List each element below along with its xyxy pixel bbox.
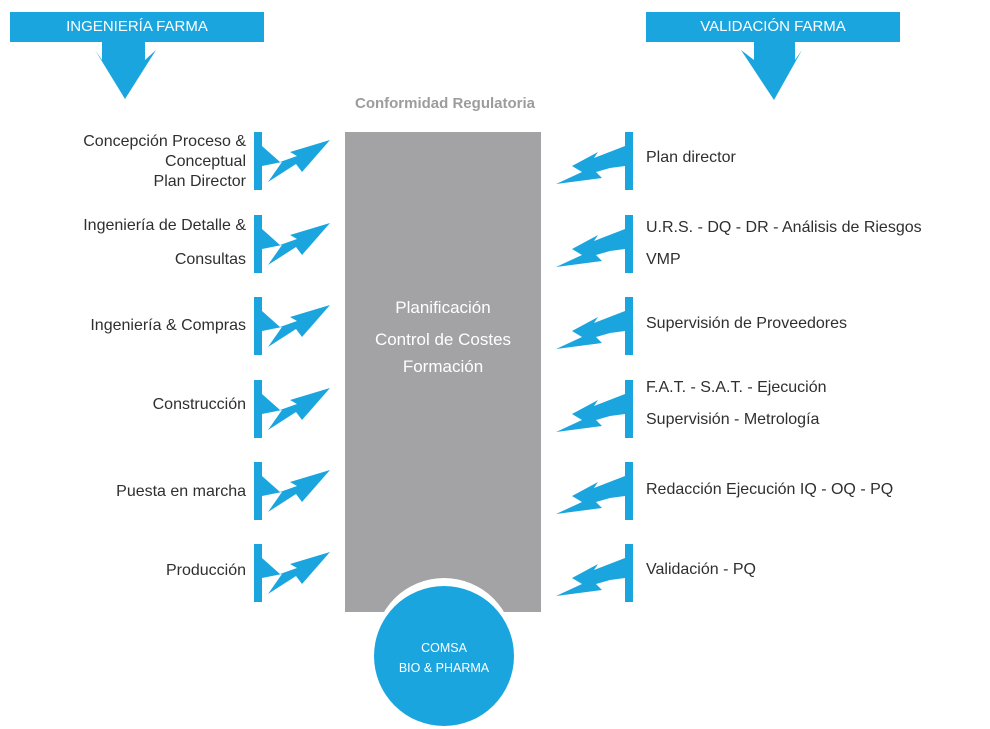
left-item-line: Construcción [152, 396, 246, 413]
left-item-ingenieria-compras: Ingeniería & Compras [10, 316, 246, 336]
left-item-line: Plan Director [153, 173, 246, 190]
left-pointing-arrow-icon [556, 394, 625, 432]
down-arrow-right-icon [741, 42, 802, 100]
left-pointing-arrow-icon [556, 146, 625, 184]
right-pointing-arrow-icon [262, 470, 330, 512]
right-pointing-arrow-icon [262, 305, 330, 347]
right-item-line: Redacción Ejecución IQ - OQ - PQ [646, 481, 894, 498]
right-item-line: Validación - PQ [646, 561, 756, 578]
left-pointing-arrow-icon [556, 229, 625, 267]
right-pointing-arrow-icon [262, 552, 330, 594]
ingenieria-farma-banner: INGENIERÍA FARMA [10, 12, 264, 42]
left-item-ingenieria-detalle: Ingeniería de Detalle & Consultas [10, 216, 246, 270]
validacion-farma-banner: VALIDACIÓN FARMA [646, 12, 900, 42]
comsa-badge [374, 586, 514, 726]
left-arrows [254, 132, 330, 602]
left-item-line: Conceptual [165, 153, 246, 170]
right-item-validacion-pq: Validación - PQ [646, 560, 990, 580]
left-pointing-arrow-icon [556, 558, 625, 596]
right-item-fat-sat: F.A.T. - S.A.T. - Ejecución Supervisión … [646, 378, 990, 430]
center-line-formacion: Formación [402, 357, 484, 376]
right-item-line: F.A.T. - S.A.T. - Ejecución [646, 379, 827, 396]
left-item-line: Ingeniería de Detalle & [83, 217, 246, 234]
left-item-line: Concepción Proceso & [83, 133, 246, 150]
center-line-control-costes: Control de Costes [374, 330, 512, 349]
right-pointing-arrow-icon [262, 140, 330, 182]
left-arrow-bar [254, 544, 262, 602]
left-item-line: Ingeniería & Compras [90, 317, 246, 334]
left-item-puesta-marcha: Puesta en marcha [10, 482, 246, 502]
left-item-concepcion: Concepción Proceso & Conceptual Plan Dir… [10, 132, 246, 192]
left-item-line: Consultas [174, 251, 246, 268]
right-item-redaccion: Redacción Ejecución IQ - OQ - PQ [646, 480, 990, 500]
left-arrow-bar [254, 297, 262, 355]
left-pointing-arrow-icon [556, 476, 625, 514]
badge-line-comsa: COMSA [421, 641, 467, 655]
right-arrow-bar [625, 380, 633, 438]
right-item-urs: U.R.S. - DQ - DR - Análisis de Riesgos V… [646, 218, 990, 270]
left-item-line: Producción [165, 562, 246, 579]
right-arrow-bar [625, 132, 633, 190]
right-item-line: U.R.S. - DQ - DR - Análisis de Riesgos [646, 219, 922, 236]
down-arrow-left-icon [95, 42, 156, 99]
right-item-line: Plan director [646, 149, 736, 166]
right-item-supervision-proveedores: Supervisión de Proveedores [646, 314, 990, 334]
right-arrow-bar [625, 462, 633, 520]
right-pointing-arrow-icon [262, 223, 330, 265]
left-arrow-bar [254, 462, 262, 520]
center-line-planificacion: Planificación [395, 298, 491, 317]
right-item-line: VMP [646, 251, 681, 268]
center-box [345, 132, 541, 612]
right-arrow-bar [625, 215, 633, 273]
left-item-construccion: Construcción [10, 395, 246, 415]
left-arrow-bar [254, 215, 262, 273]
left-pointing-arrow-icon [556, 311, 625, 349]
right-arrows [556, 132, 633, 602]
right-item-line: Supervisión - Metrología [646, 411, 820, 428]
right-arrow-bar [625, 297, 633, 355]
right-arrow-bar [625, 544, 633, 602]
badge-line-bio-pharma: BIO & PHARMA [398, 661, 490, 675]
conformidad-regulatoria-title: Conformidad Regulatoria [354, 95, 535, 112]
left-arrow-bar [254, 132, 262, 190]
right-item-plan-director: Plan director [646, 148, 990, 168]
right-item-line: Supervisión de Proveedores [646, 315, 848, 332]
right-pointing-arrow-icon [262, 388, 330, 430]
left-item-line: Puesta en marcha [116, 483, 246, 500]
left-arrow-bar [254, 380, 262, 438]
left-item-produccion: Producción [10, 561, 246, 581]
